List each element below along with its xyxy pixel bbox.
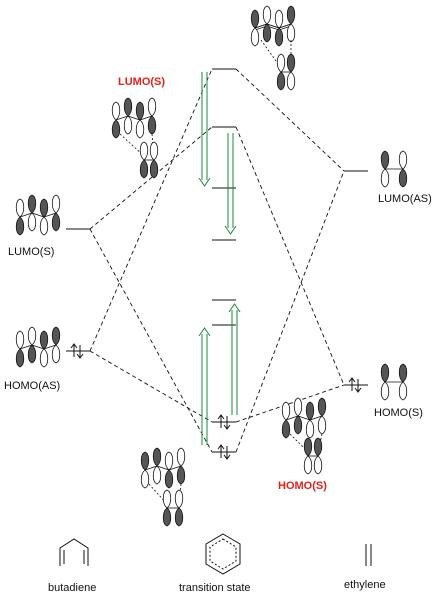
butadiene-lumo-label: LUMO(S) — [8, 246, 55, 258]
homo-s-highlight-label: HOMO(S) — [278, 480, 327, 492]
ethylene-homo-orbital — [380, 363, 408, 401]
interaction-arrows — [198, 72, 241, 445]
transition-state-caption: transition state — [179, 582, 251, 594]
butadiene-lumo-orbital — [15, 194, 61, 236]
ts-bottom-orbital — [140, 447, 186, 527]
lumo-s-combination-orbital — [111, 97, 159, 179]
correlation-lines — [89, 68, 345, 453]
transition-state-structure — [205, 533, 241, 575]
butadiene-homo-label: HOMO(AS) — [4, 380, 61, 392]
butadiene-homo-orbital — [15, 326, 61, 368]
electron-pairs — [70, 343, 362, 460]
lumo-s-highlight-label: LUMO(S) — [118, 76, 166, 88]
ethylene-lumo-orbital — [380, 150, 408, 188]
ethylene-caption: ethylene — [344, 579, 386, 591]
homo-s-combination-orbital — [281, 397, 327, 475]
ts-top-orbital — [250, 5, 296, 91]
butadiene-structure — [59, 538, 89, 566]
butadiene-caption: butadiene — [48, 582, 97, 594]
ethylene-homo-label: HOMO(S) — [374, 407, 423, 419]
ethylene-structure — [365, 544, 372, 566]
ethylene-lumo-label: LUMO(AS) — [378, 193, 432, 205]
